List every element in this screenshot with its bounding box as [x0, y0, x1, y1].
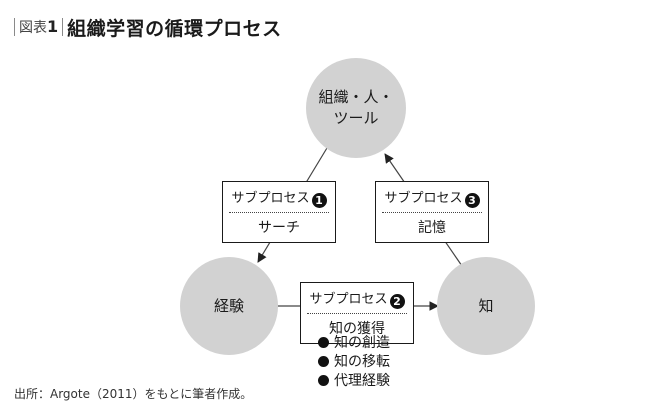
header-left-bar [14, 18, 15, 36]
list-item: 代理経験 [318, 372, 390, 391]
figure-label-number: 1 [47, 17, 59, 36]
node-top-line2: ツール [333, 109, 379, 127]
bullet-dot-icon [318, 337, 329, 348]
figure-header: 図表1 組織学習の循環プロセス [14, 12, 282, 42]
subprocess-1-label: サブプロセス [231, 191, 310, 206]
number-circle-1-icon: 1 [311, 193, 327, 208]
subprocess-2-name: 知の獲得 [329, 321, 385, 337]
node-top-line1: 組織・人・ [318, 88, 394, 106]
knowledge-acquisition-list: 知の創造 知の移転 代理経験 [318, 334, 390, 391]
subprocess-3-name: 記憶 [418, 220, 446, 236]
bullet-text: 知の創造 [334, 335, 390, 351]
number-circle-3-icon: 3 [464, 193, 480, 208]
source-note: 出所：Argote（2011）をもとに筆者作成。 [14, 387, 253, 401]
figure-label-prefix: 図表 [19, 20, 47, 36]
node-experience: 経験 [180, 257, 278, 355]
bullet-text: 知の移転 [334, 354, 390, 370]
list-item: 知の創造 [318, 334, 390, 353]
subprocess-1-name: サーチ [258, 220, 300, 236]
node-experience-label: 経験 [213, 296, 244, 315]
node-knowledge-label: 知 [478, 296, 494, 315]
subprocess-2-label: サブプロセス [309, 292, 388, 307]
subprocess-3-label: サブプロセス [384, 191, 463, 206]
node-knowledge: 知 [437, 257, 535, 355]
header-right-bar [62, 18, 64, 36]
figure-label: 図表1 [19, 17, 58, 37]
node-organization-people-tools: 組織・人・ ツール [306, 58, 406, 158]
figure-title: 組織学習の循環プロセス [67, 17, 282, 40]
list-item: 知の移転 [318, 353, 390, 372]
bullet-dot-icon [318, 356, 329, 367]
number-circle-2-icon: 2 [389, 294, 405, 309]
bullet-dot-icon [318, 375, 329, 386]
bullet-text: 代理経験 [334, 373, 390, 389]
